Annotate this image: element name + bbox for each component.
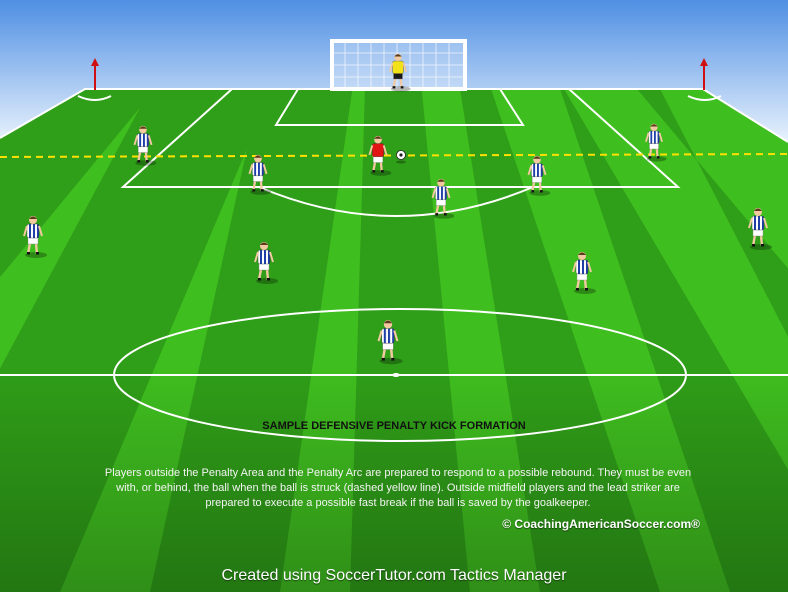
soccer-ball — [396, 150, 406, 164]
defender-player — [572, 252, 596, 294]
penalty-arc — [258, 186, 534, 217]
footer-credit: Created using SoccerTutor.com Tactics Ma… — [221, 567, 567, 584]
defender-player — [23, 216, 47, 258]
center-spot — [392, 373, 400, 377]
defender-player — [645, 123, 667, 162]
attacker-player — [368, 135, 392, 176]
defender-player — [133, 125, 157, 166]
copyright-text: © CoachingAmericanSoccer.com® — [502, 517, 700, 531]
corner-flag-left — [91, 58, 99, 90]
corner-arc-right — [687, 95, 722, 101]
corner-flag-right — [700, 58, 708, 90]
center-circle — [113, 308, 687, 442]
defender-player — [377, 320, 403, 365]
defender-player — [527, 155, 551, 196]
players-layer — [23, 53, 772, 365]
defender-player — [254, 242, 278, 284]
defender-player — [431, 178, 455, 219]
penalty-area — [120, 88, 681, 188]
defender-player — [248, 154, 272, 195]
goalkeeper-player — [389, 53, 411, 92]
corner-arc-left — [77, 95, 112, 101]
diagram-description: Players outside the Penalty Area and the… — [104, 467, 692, 509]
diagram-title: SAMPLE DEFENSIVE PENALTY KICK FORMATION — [262, 420, 526, 432]
defender-player — [748, 208, 772, 250]
goal-area — [274, 88, 525, 126]
